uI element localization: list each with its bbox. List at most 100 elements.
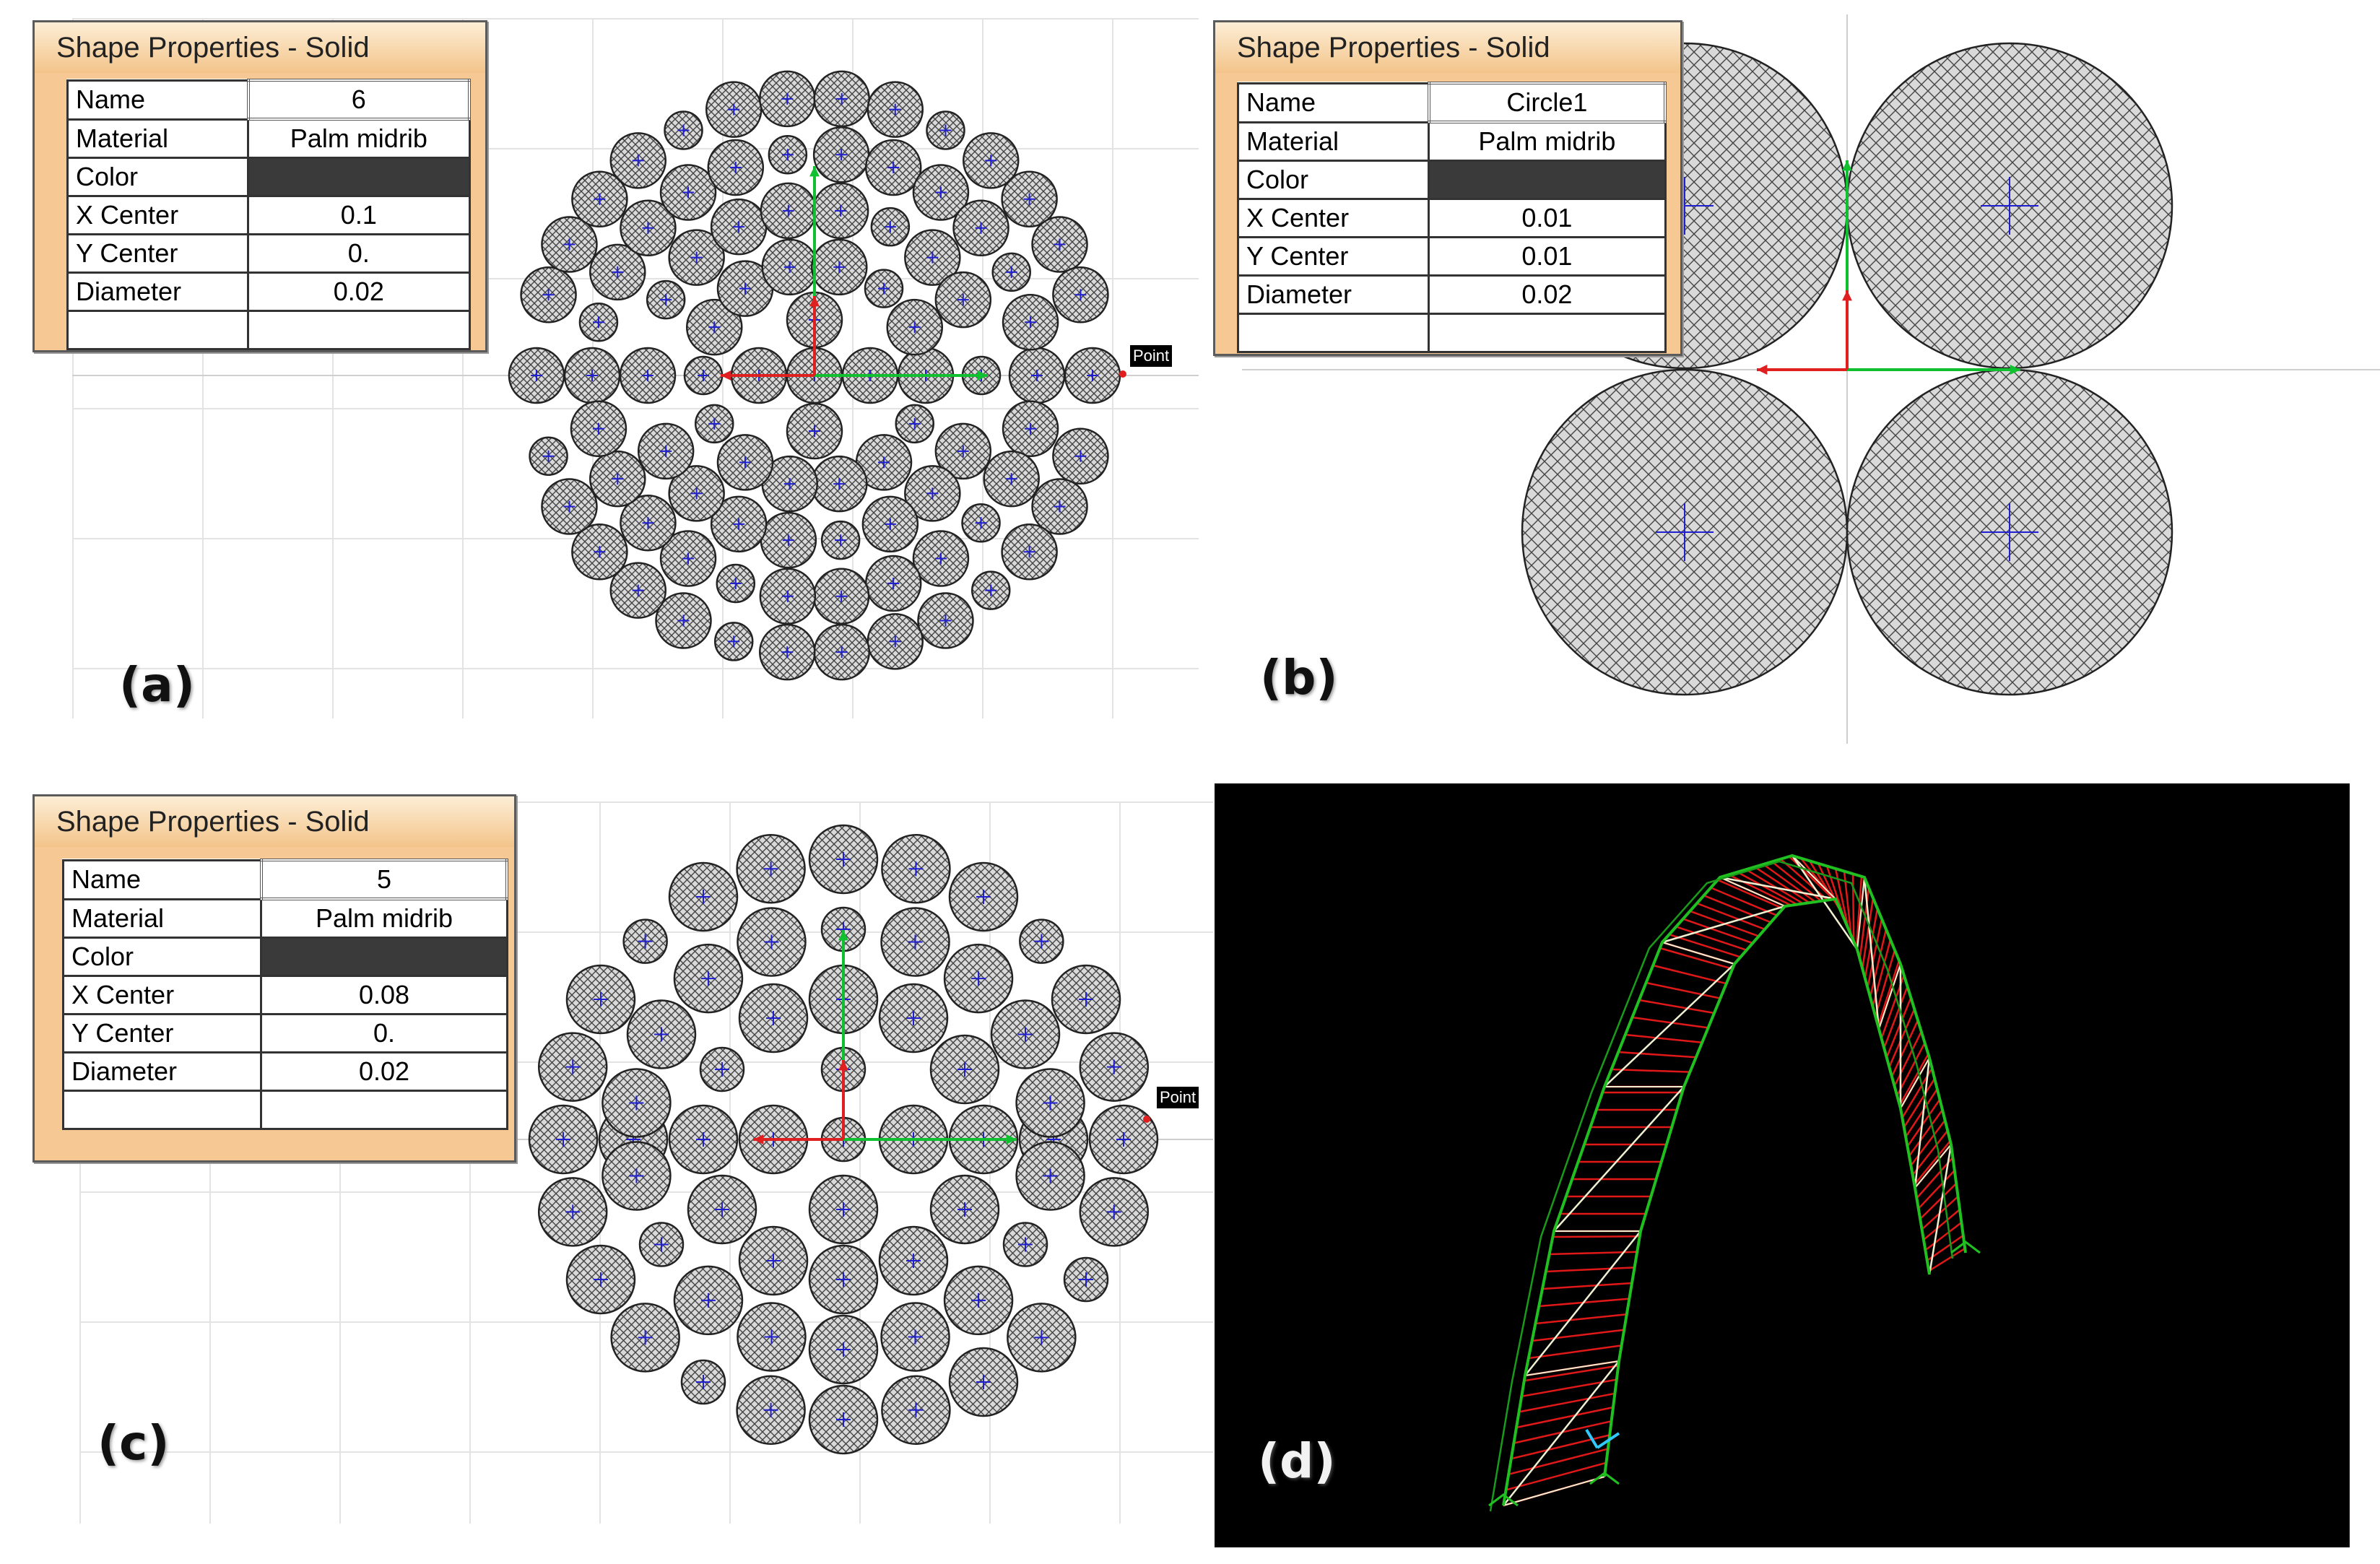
solid-circle — [716, 434, 774, 491]
web-member — [1618, 1051, 1696, 1059]
solid-circle — [620, 494, 677, 552]
plus-marker-icon — [653, 1027, 669, 1042]
solid-circle — [808, 1314, 879, 1385]
diameter-field[interactable]: 0.02 — [247, 271, 471, 312]
y-center-field[interactable]: 0.01 — [1428, 236, 1667, 277]
plus-marker-icon — [782, 534, 794, 547]
plus-marker-icon — [700, 971, 716, 986]
name-field[interactable]: 5 — [259, 859, 509, 900]
plus-marker-icon — [1025, 422, 1037, 435]
support-icon — [1488, 1241, 1981, 1507]
plus-marker-icon — [728, 103, 740, 116]
plus-marker-icon — [632, 155, 644, 167]
web-member — [1516, 1406, 1614, 1429]
point-tag-a: Point — [1130, 345, 1173, 367]
cross-section-b[interactable] — [1213, 0, 2380, 751]
material-field[interactable]: Palm midrib — [1428, 121, 1667, 162]
plus-marker-icon — [1116, 1132, 1131, 1147]
panel-label-d: (d) — [1258, 1433, 1336, 1489]
empty-cell — [260, 1090, 508, 1130]
window-title-c: Shape Properties - Solid — [35, 796, 514, 847]
point-marker — [1119, 370, 1126, 378]
plus-marker-icon — [696, 889, 711, 904]
name-field[interactable]: Circle1 — [1427, 82, 1667, 123]
solid-circle — [626, 999, 697, 1069]
plus-marker-icon — [1031, 370, 1043, 381]
y-center-field[interactable]: 0. — [260, 1013, 508, 1053]
plus-marker-icon — [985, 155, 997, 167]
solid-circle — [760, 511, 817, 569]
plus-marker-icon — [934, 552, 947, 565]
field-label: Name — [1236, 82, 1430, 123]
diagonal-member — [1928, 1144, 1953, 1275]
diameter-field[interactable]: 0.02 — [1428, 274, 1667, 315]
web-member — [1851, 874, 1855, 942]
color-swatch[interactable] — [247, 157, 471, 197]
plus-marker-icon — [781, 646, 794, 659]
plus-marker-icon — [781, 590, 794, 602]
plus-marker-icon — [976, 889, 991, 904]
x-center-field[interactable]: 0.1 — [247, 195, 471, 235]
solid-circle — [622, 918, 668, 964]
solid-circle — [528, 1104, 599, 1175]
plus-marker-icon — [682, 552, 695, 565]
solid-circle — [808, 824, 879, 895]
plus-marker-icon — [594, 546, 606, 558]
plus-marker-icon — [677, 614, 690, 627]
solid-circle — [1007, 1303, 1077, 1373]
plus-marker-icon — [653, 1237, 669, 1252]
panel-label-c: (c) — [97, 1415, 170, 1471]
cross-section-c[interactable] — [0, 773, 1213, 1538]
y-axis-arrow-head — [809, 166, 820, 177]
plus-marker-icon — [714, 1062, 729, 1077]
truss-model-view[interactable] — [1215, 783, 2350, 1547]
web-member — [1808, 860, 1842, 912]
vertical-member — [1856, 877, 1865, 950]
solid-circle — [680, 1359, 726, 1405]
plus-marker-icon — [700, 1293, 716, 1308]
web-member — [1917, 1170, 1955, 1209]
plus-marker-icon — [612, 266, 624, 278]
diagonal-member — [1791, 855, 1859, 950]
plus-marker-icon — [593, 1272, 608, 1287]
x-center-field[interactable]: 0.01 — [1428, 198, 1667, 238]
solid-circle — [917, 592, 974, 649]
plus-marker-icon — [642, 370, 653, 381]
plus-marker-icon — [1079, 992, 1094, 1007]
color-swatch[interactable] — [1428, 160, 1667, 200]
plus-marker-icon — [563, 500, 576, 513]
color-swatch[interactable] — [260, 937, 508, 977]
cross-section-a[interactable] — [0, 0, 1199, 722]
diameter-field[interactable]: 0.02 — [260, 1051, 508, 1092]
point-tag-c: Point — [1157, 1087, 1199, 1108]
solid-circle — [983, 450, 1040, 508]
plus-marker-icon — [714, 1202, 729, 1217]
empty-cell — [1236, 313, 1430, 353]
plus-marker-icon — [971, 1293, 986, 1308]
solid-circle — [952, 199, 1009, 257]
plus-marker-icon — [763, 861, 778, 877]
material-field[interactable]: Palm midrib — [247, 118, 471, 159]
x-center-field[interactable]: 0.08 — [260, 975, 508, 1015]
y-center-field[interactable]: 0. — [247, 233, 471, 274]
plus-marker-icon — [1074, 450, 1087, 462]
solid-circle — [578, 303, 619, 342]
solid-circle — [811, 238, 868, 296]
solid-circle — [668, 1104, 739, 1175]
plus-marker-icon — [781, 149, 794, 161]
y-ref-arrow-head — [809, 296, 820, 307]
material-field[interactable]: Palm midrib — [260, 898, 508, 939]
name-field[interactable]: 6 — [246, 79, 472, 121]
row-empty — [66, 310, 471, 350]
plus-marker-icon — [833, 478, 846, 490]
web-member — [1675, 926, 1747, 951]
solid-circle — [886, 298, 943, 356]
plus-marker-icon — [565, 1204, 581, 1220]
window-title-a: Shape Properties - Solid — [35, 22, 485, 73]
web-member — [1924, 1222, 1963, 1251]
web-member — [1737, 871, 1798, 905]
